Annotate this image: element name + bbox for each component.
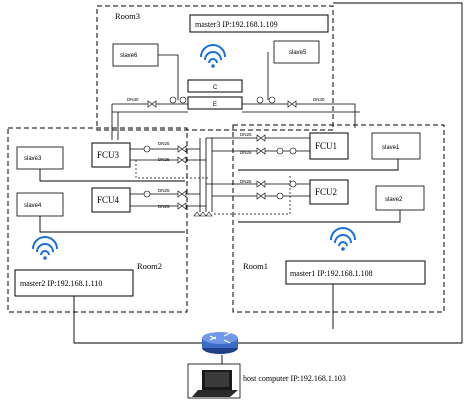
wifi-icon	[330, 227, 356, 251]
fcu1-label: FCU1	[315, 141, 337, 151]
fcu3-label: FCU3	[97, 150, 120, 160]
pipe-label-dn40-right: DN40	[313, 97, 325, 102]
pipe-label-dn25: DN25	[158, 141, 170, 146]
pipe-branch	[130, 148, 206, 161]
network-cable	[236, 2, 463, 344]
master2-label: master2 IP:192.168.1.110	[20, 279, 102, 288]
room2-label: Room2	[137, 261, 162, 271]
room3-box	[96, 5, 334, 131]
pipe-label-dn25: DN25	[158, 157, 170, 162]
slave5-label: slave5	[289, 50, 307, 56]
fcu4-label: FCU4	[97, 195, 120, 205]
slave2-label: slave2	[385, 197, 403, 203]
header-c-box	[187, 79, 243, 93]
router-icon	[202, 332, 238, 354]
slave5-box	[273, 40, 320, 64]
pipe-label-dn40-left: DN40	[127, 97, 139, 102]
room3-label: Room3	[115, 11, 140, 21]
host-computer-label: host computer IP:192.168.1.103	[243, 374, 346, 383]
room1-box	[232, 124, 445, 313]
pipe-label-dn25: DN25	[240, 150, 252, 155]
network-cable	[73, 296, 205, 344]
master3-box	[189, 14, 329, 33]
header-e-label: E	[213, 102, 217, 108]
pipe-riser	[199, 138, 213, 212]
network-cable	[39, 159, 401, 233]
wifi-icon	[32, 236, 58, 260]
fcu3-box	[91, 142, 131, 168]
fcu2-box	[309, 179, 349, 205]
room1-label: Room1	[243, 261, 268, 271]
fcu1-box	[309, 132, 349, 160]
slave2-box	[375, 185, 425, 211]
pipe-label-dn25: DN25	[240, 179, 252, 184]
valve-group	[143, 96, 297, 217]
slave1-label: slave1	[382, 145, 400, 151]
slave6-label: slave6	[120, 53, 138, 59]
pipe-branch	[130, 193, 206, 207]
master2-box	[14, 269, 134, 297]
signal-line	[212, 176, 291, 215]
pipe-branch	[158, 52, 269, 100]
fcu2-label: FCU2	[315, 187, 337, 197]
header-e-box	[187, 96, 243, 110]
slave4-label: slave4	[24, 203, 42, 209]
room2-box	[7, 127, 188, 313]
header-c-label: C	[213, 85, 218, 91]
wifi-icon	[200, 44, 226, 68]
master1-box	[285, 260, 426, 285]
pipe-label-dn25: DN25	[158, 204, 170, 209]
pipe-riser	[111, 104, 119, 140]
pipe-label-dn25: DN25	[158, 188, 170, 193]
pipe-label-dn25: DN25	[240, 132, 252, 137]
slave3-label: slave3	[24, 156, 42, 162]
fcu4-box	[91, 187, 131, 213]
signal-line	[135, 160, 208, 179]
laptop-icon	[187, 363, 241, 399]
master1-label: master1 IP:192.168.1.108	[290, 269, 373, 278]
master3-label: master3 IP:192.168.1.109	[195, 20, 278, 29]
slave1-box	[371, 132, 421, 160]
